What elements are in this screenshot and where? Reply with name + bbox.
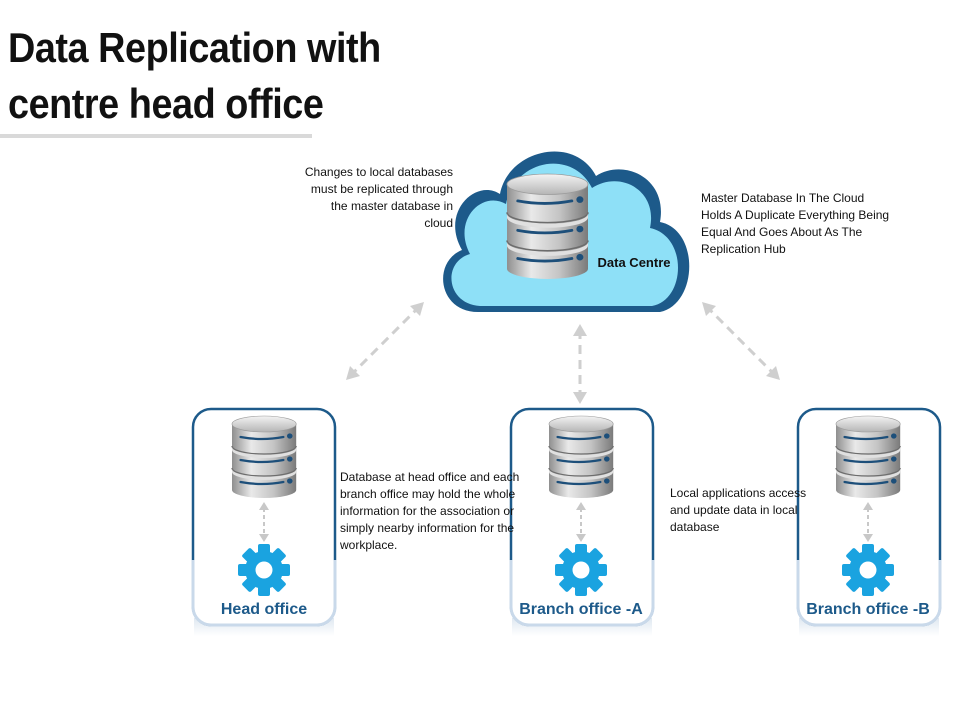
note-cloud-right: Master Database In The Cloud Holds A Dup… — [701, 191, 890, 256]
double-arrow-icon — [348, 304, 778, 398]
note-branch-a-b: Local applications access and update dat… — [670, 486, 807, 534]
database-icon — [505, 172, 590, 281]
title-line-2: centre head office — [8, 80, 324, 127]
office-label-head: Head office — [221, 601, 307, 618]
note-head-branch: Database at head office and each branch … — [340, 470, 520, 552]
database-icon — [547, 414, 615, 500]
office-label-branch-b: Branch office -B — [806, 601, 930, 618]
database-icon — [834, 414, 902, 500]
title-line-1: Data Replication with — [8, 24, 381, 71]
cloud-label: Data Centre — [598, 255, 671, 270]
title-underline — [0, 134, 312, 138]
arrow-heads-small — [259, 502, 873, 542]
database-icon — [230, 414, 298, 500]
double-arrow-icon — [263, 508, 869, 536]
gear-icon — [238, 544, 290, 596]
note-cloud-left: Changes to local databases must be repli… — [304, 165, 453, 230]
arrow-heads — [346, 302, 780, 404]
page-title: Data Replication with centre head office — [8, 20, 381, 132]
gear-icon — [555, 544, 607, 596]
gear-icon — [842, 544, 894, 596]
office-label-branch-a: Branch office -A — [519, 601, 643, 618]
